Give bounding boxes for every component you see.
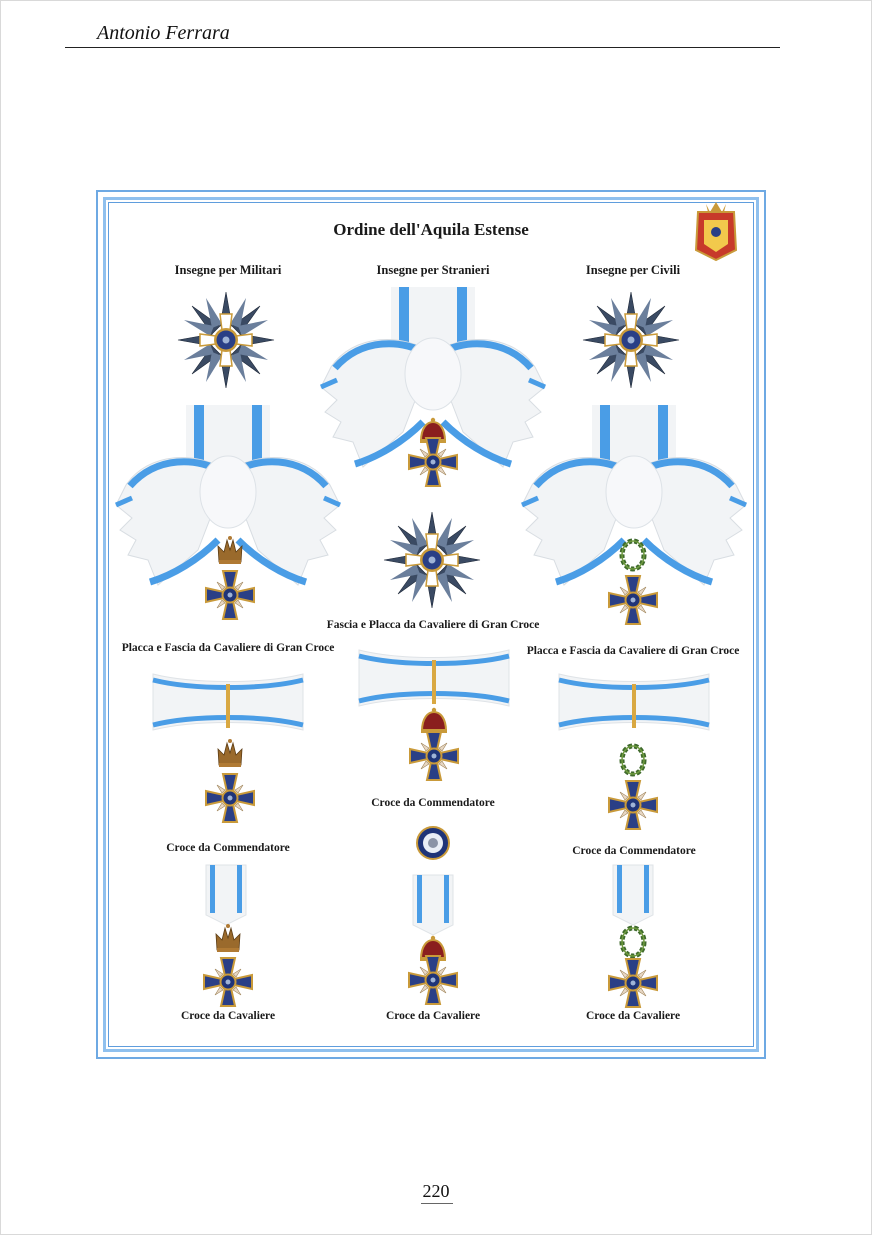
page-number: 220 <box>422 1181 450 1201</box>
header-rule <box>65 47 780 48</box>
caption-foreign-knight: Croce da Cavaliere <box>385 1010 481 1022</box>
plate-title: Ordine dell'Aquila Estense <box>333 220 529 239</box>
caption-civil-commander: Croce da Commendatore <box>572 845 696 857</box>
column-heading-foreigners: Insegne per Stranieri <box>376 263 490 277</box>
column-heading-military: Insegne per Militari <box>174 263 282 277</box>
page-number-rule <box>421 1203 453 1204</box>
column-heading-civilians: Insegne per Civili <box>585 263 681 277</box>
caption-civil-grand-cross: Placca e Fascia da Cavaliere di Gran Cro… <box>526 645 740 657</box>
caption-foreign-commander: Croce da Commendatore <box>371 797 495 809</box>
caption-foreign-grand-cross: Fascia e Placca da Cavaliere di Gran Cro… <box>326 619 540 631</box>
caption-military-grand-cross: Placca e Fascia da Cavaliere di Gran Cro… <box>121 642 335 654</box>
running-header-author: Antonio Ferrara <box>97 22 230 44</box>
caption-military-commander: Croce da Commendatore <box>166 842 290 854</box>
caption-civil-knight: Croce da Cavaliere <box>585 1010 681 1022</box>
caption-military-knight: Croce da Cavaliere <box>180 1010 276 1022</box>
